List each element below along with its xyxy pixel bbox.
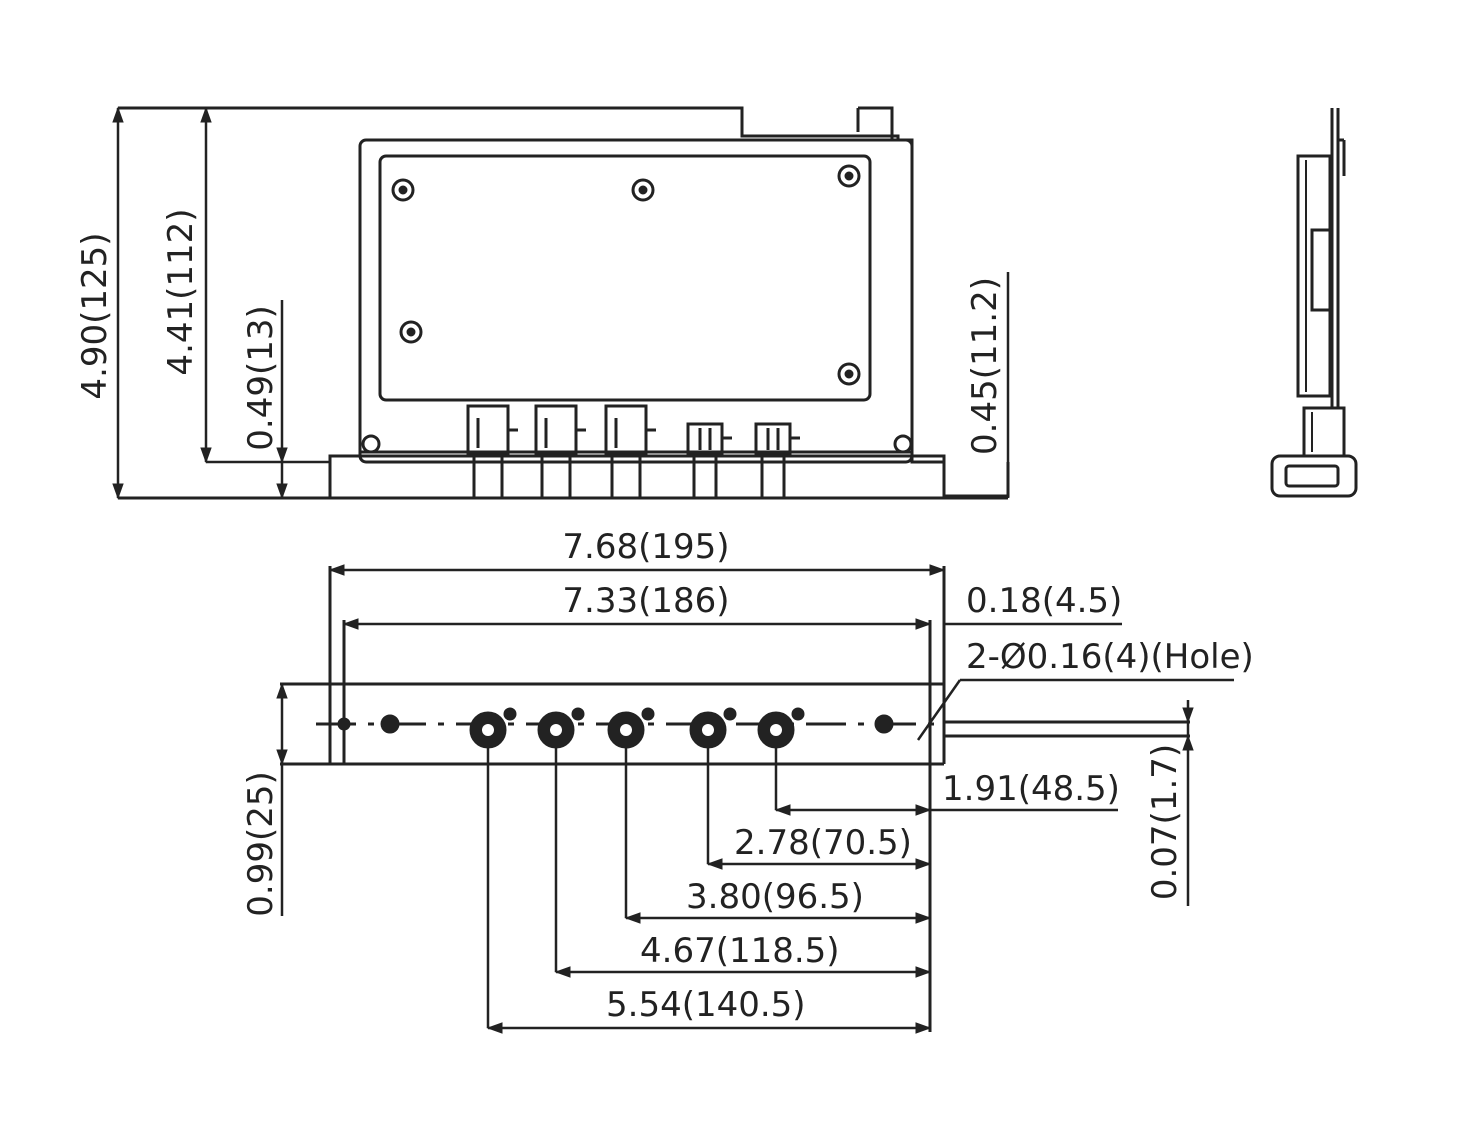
label-hole-spec: 2-Ø0.16(4)(Hole) xyxy=(966,637,1254,677)
label-flange-thickness: 0.07(1.7) xyxy=(1145,744,1185,900)
connector-top-icon xyxy=(757,707,805,749)
side-body xyxy=(1296,154,1332,398)
front-plate-outline xyxy=(118,106,1010,498)
screw-icon xyxy=(399,320,423,344)
sma-connector-icon xyxy=(754,422,800,500)
label-inner-width: 7.33(186) xyxy=(562,581,729,621)
connector-top-icon xyxy=(469,707,517,749)
screw-icon xyxy=(837,164,861,188)
top-view xyxy=(276,564,1234,1034)
label-conn-3: 3.80(96.5) xyxy=(686,877,864,917)
label-height-body: 4.41(112) xyxy=(161,208,201,375)
bnc-connector-icon xyxy=(604,404,656,500)
mount-hole-icon xyxy=(337,717,351,731)
label-conn-5: 5.54(140.5) xyxy=(606,985,806,1025)
sma-connector-icon xyxy=(686,422,732,500)
bnc-connector-icon xyxy=(466,404,518,500)
front-view xyxy=(112,106,1010,500)
label-height-total: 4.90(125) xyxy=(75,232,115,399)
front-inner-cover xyxy=(378,154,872,402)
side-connector xyxy=(1302,406,1346,458)
screw-icon xyxy=(391,178,415,202)
side-base xyxy=(1270,454,1358,498)
bnc-connector-icon xyxy=(534,404,586,500)
label-conn-1: 1.91(48.5) xyxy=(942,769,1120,809)
mount-hole-icon xyxy=(380,714,400,734)
label-conn-4: 4.67(118.5) xyxy=(640,931,840,971)
screw-icon xyxy=(631,178,655,202)
label-overall-width: 7.68(195) xyxy=(562,527,729,567)
front-body-panel xyxy=(358,138,914,464)
mount-hole-icon xyxy=(874,714,894,734)
label-depth: 0.99(25) xyxy=(241,771,281,917)
connector-top-icon xyxy=(607,707,655,749)
label-conn-2: 2.78(70.5) xyxy=(734,823,912,863)
side-view xyxy=(1270,108,1358,498)
connector-top-icon xyxy=(689,707,737,749)
label-edge-offset: 0.18(4.5) xyxy=(966,581,1122,621)
label-right-offset: 0.45(11.2) xyxy=(965,277,1005,455)
screw-icon xyxy=(837,362,861,386)
front-plate-notch xyxy=(858,106,894,140)
screw-icon xyxy=(361,434,913,454)
connector-top-icon xyxy=(537,707,585,749)
label-height-base: 0.49(13) xyxy=(241,305,281,451)
